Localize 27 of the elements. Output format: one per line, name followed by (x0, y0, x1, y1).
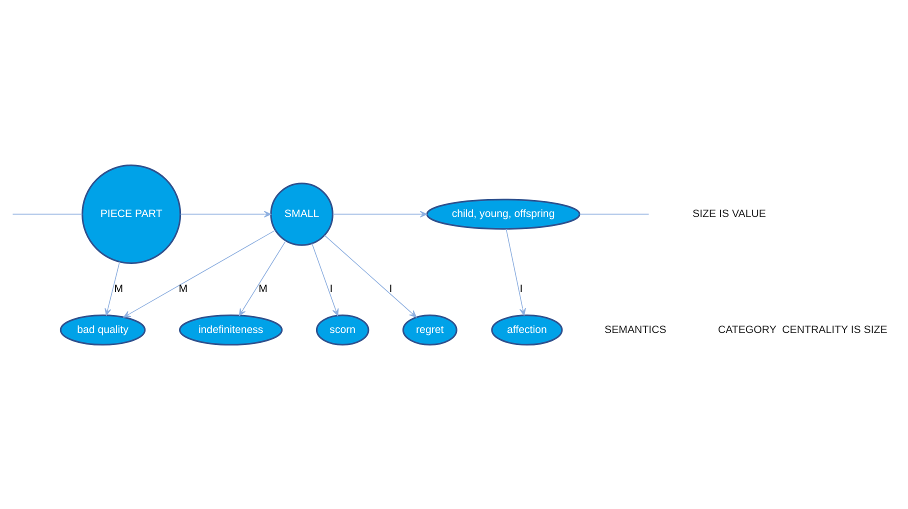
edge-label: I (389, 282, 392, 295)
node-ellipse: bad quality (60, 314, 146, 346)
connector (12, 213, 83, 214)
arrow (123, 229, 276, 318)
arrow (238, 240, 286, 316)
arrow (312, 242, 339, 316)
edge-label: M (114, 282, 124, 295)
arrow (332, 210, 428, 218)
edge-label: M (178, 282, 188, 295)
arrow (180, 210, 272, 218)
node-ellipse: scorn (316, 314, 370, 346)
label: SEMANTICS (604, 323, 666, 336)
node-ellipse: child, young, offspring (426, 198, 580, 230)
arrow (324, 234, 417, 317)
arrow (104, 260, 120, 316)
node-ellipse: regret (402, 314, 458, 346)
label: CATEGORY CENTRALITY IS SIZE (718, 323, 888, 336)
node-ellipse: affection (491, 314, 563, 346)
edge-label: M (258, 282, 268, 295)
connector (579, 213, 650, 214)
edge-label: I (520, 282, 523, 295)
arrow (506, 228, 526, 316)
label: SIZE IS VALUE (692, 207, 766, 220)
node-ellipse: indefiniteness (179, 314, 283, 346)
node-circle: PIECE PART (82, 164, 182, 264)
node-circle: SMALL (270, 182, 334, 246)
edge-label: I (330, 282, 333, 295)
